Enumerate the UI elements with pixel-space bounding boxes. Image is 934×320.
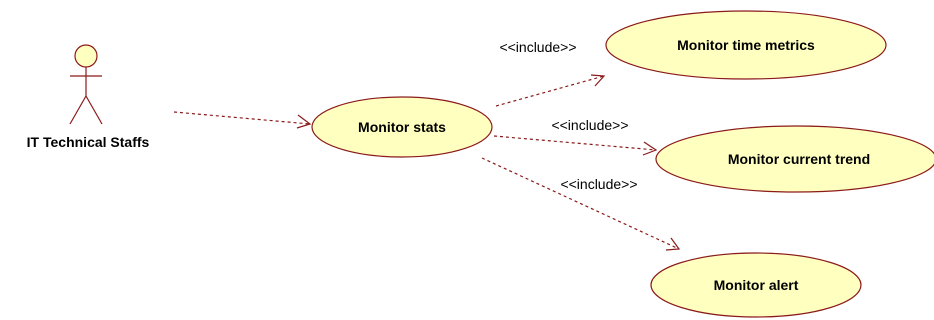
use-case-ellipse [650, 252, 862, 318]
use-case-label: Monitor alert [714, 277, 799, 293]
include-alert: <<include>> [481, 157, 681, 251]
use-case-monitor-alert[interactable]: Monitor alert [650, 252, 862, 318]
actor-head [74, 44, 98, 68]
association-line [173, 111, 311, 125]
actor-it-technical-staffs[interactable]: IT Technical Staffs [27, 44, 150, 150]
include-current-trend: <<include>> [493, 117, 658, 156]
include-time-metrics: <<include>> [495, 39, 606, 107]
include-line [493, 135, 657, 151]
association-actor-monitor-stats [173, 111, 312, 129]
include-line [495, 75, 605, 107]
include-line [481, 157, 680, 250]
include-stereotype-label: <<include>> [551, 117, 628, 133]
use-case-ellipse [311, 96, 493, 158]
use-case-monitor-stats[interactable]: Monitor stats [311, 96, 493, 158]
include-stereotype-label: <<include>> [499, 39, 576, 55]
use-case-label: Monitor time metrics [677, 37, 815, 53]
actor-left-leg [69, 95, 87, 125]
use-case-monitor-current-trend[interactable]: Monitor current trend [655, 125, 934, 193]
include-arrowhead [642, 141, 658, 156]
use-case-ellipse [655, 125, 934, 193]
use-case-label: Monitor stats [358, 119, 446, 135]
use-case-monitor-time-metrics[interactable]: Monitor time metrics [605, 10, 887, 80]
use-case-ellipse [605, 10, 887, 80]
use-case-label: Monitor current trend [728, 151, 870, 167]
actor-right-leg [85, 95, 103, 125]
actor-label: IT Technical Staffs [27, 134, 150, 150]
include-stereotype-label: <<include>> [560, 176, 637, 192]
include-arrowhead [665, 237, 681, 251]
include-arrowhead [590, 74, 606, 87]
association-arrowhead [296, 114, 312, 129]
